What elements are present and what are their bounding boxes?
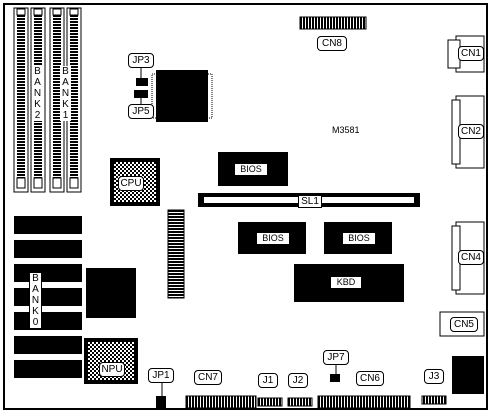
npu-label: NPU <box>99 362 125 377</box>
jp3-label: JP3 <box>128 53 154 68</box>
jp1-label: JP1 <box>148 368 174 383</box>
bios-left-label: BIOS <box>256 232 290 245</box>
jp5-label: JP5 <box>128 104 154 119</box>
sl1-label: SL1 <box>298 195 322 208</box>
bios-right-label: BIOS <box>342 232 376 245</box>
cn8-header <box>299 16 367 30</box>
cn7-label: CN7 <box>194 370 222 385</box>
simm-banks-upper <box>13 7 82 193</box>
j3-label: J3 <box>424 369 444 384</box>
jp1-header <box>156 396 166 408</box>
j1-header <box>257 397 283 407</box>
cn1-label: CN1 <box>458 46 484 61</box>
jp3-jumper <box>136 78 148 86</box>
bottom-right-connector <box>452 356 484 394</box>
cn8-label: CN8 <box>317 36 347 51</box>
cn7-header <box>185 395 257 409</box>
j2-label: J2 <box>288 373 308 388</box>
cn2-label: CN2 <box>458 124 484 139</box>
j2-header <box>287 397 313 407</box>
kbd-label: KBD <box>330 276 362 289</box>
jp7-jumper <box>330 374 340 382</box>
model-label: M3581 <box>332 125 360 135</box>
bank0-memory-chips <box>14 216 82 378</box>
jp5-jumper <box>134 90 148 98</box>
cn6-header <box>317 395 411 409</box>
cn4-label: CN4 <box>458 250 484 265</box>
bios-top-label: BIOS <box>234 163 268 176</box>
cn5-label: CN5 <box>450 317 478 332</box>
cn6-label: CN6 <box>356 371 384 386</box>
cpu-label: CPU <box>118 176 144 191</box>
isa-header <box>167 209 185 299</box>
chipset-top <box>156 70 208 122</box>
jp7-label: JP7 <box>323 350 349 365</box>
j1-label: J1 <box>258 373 278 388</box>
j3-header <box>421 395 447 405</box>
chipset-lower <box>86 268 136 318</box>
